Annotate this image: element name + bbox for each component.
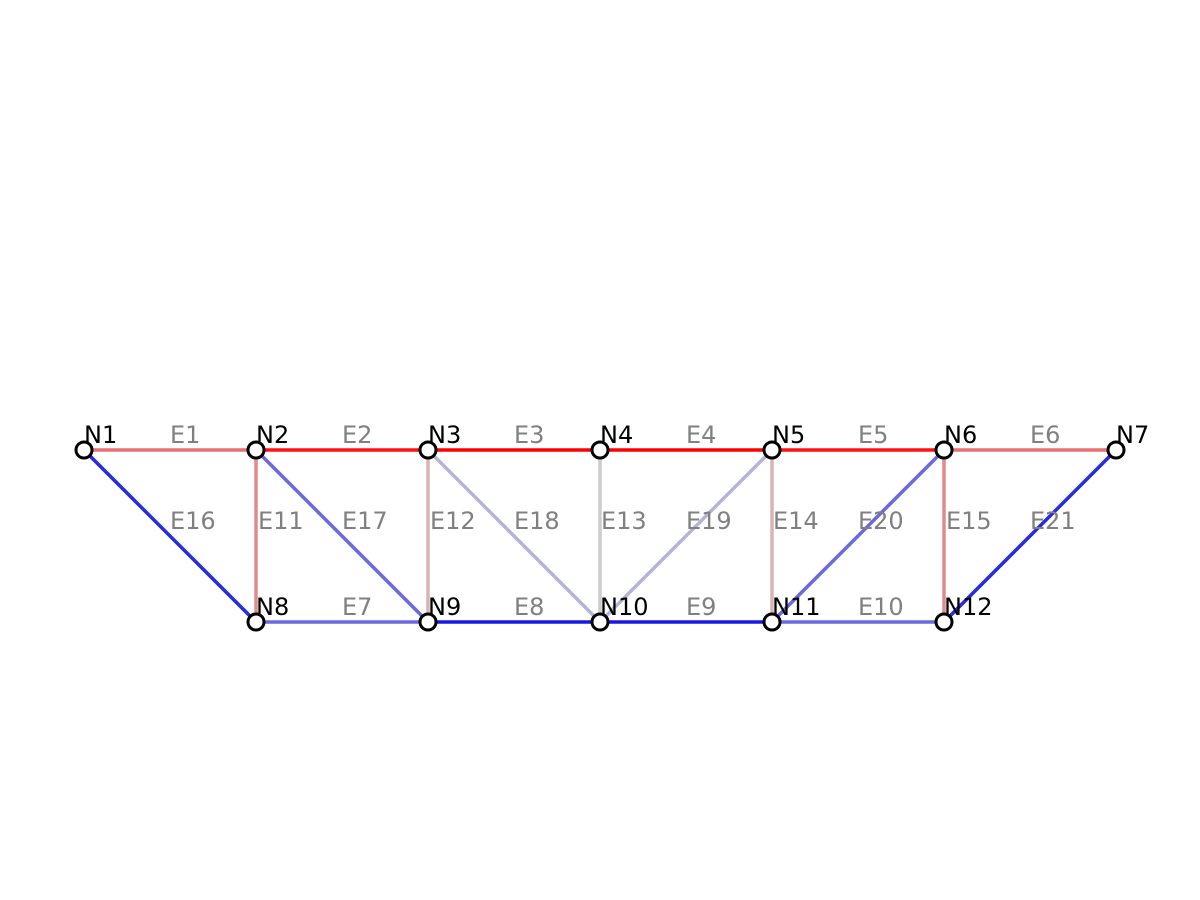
member-e18 — [426, 448, 602, 624]
node-n9 — [418, 612, 438, 632]
node-n6 — [934, 440, 954, 460]
node-n3 — [418, 440, 438, 460]
node-label-n2: N2 — [256, 421, 289, 449]
truss-nodes — [74, 440, 1126, 632]
node-label-n11: N11 — [772, 593, 821, 621]
element-label-e3: E3 — [514, 421, 544, 449]
node-n11 — [762, 612, 782, 632]
node-n4 — [590, 440, 610, 460]
element-label-e9: E9 — [686, 593, 716, 621]
element-label-e5: E5 — [858, 421, 888, 449]
element-label-e19: E19 — [686, 507, 732, 535]
node-label-n10: N10 — [600, 593, 649, 621]
element-label-e8: E8 — [514, 593, 544, 621]
element-label-e15: E15 — [946, 507, 992, 535]
node-label-n7: N7 — [1116, 421, 1149, 449]
node-n12 — [934, 612, 954, 632]
element-label-e14: E14 — [773, 507, 819, 535]
element-label-e7: E7 — [342, 593, 372, 621]
node-n2 — [246, 440, 266, 460]
node-n10 — [590, 612, 610, 632]
node-n7 — [1106, 440, 1126, 460]
member-e20 — [770, 448, 946, 624]
node-n8 — [246, 612, 266, 632]
member-e19 — [598, 448, 774, 624]
element-label-e12: E12 — [430, 507, 476, 535]
element-label-e1: E1 — [170, 421, 200, 449]
element-label-e21: E21 — [1030, 507, 1076, 535]
member-e21 — [942, 448, 1118, 624]
member-e16 — [82, 448, 258, 624]
truss-members — [82, 448, 1118, 624]
element-label-e6: E6 — [1030, 421, 1060, 449]
element-label-e20: E20 — [858, 507, 904, 535]
element-label-e10: E10 — [858, 593, 904, 621]
element-label-e13: E13 — [601, 507, 647, 535]
element-label-e18: E18 — [514, 507, 560, 535]
element-label-e2: E2 — [342, 421, 372, 449]
element-label-e16: E16 — [170, 507, 216, 535]
node-label-n12: N12 — [944, 593, 993, 621]
node-label-n6: N6 — [944, 421, 977, 449]
node-n5 — [762, 440, 782, 460]
node-label-n8: N8 — [256, 593, 289, 621]
node-label-n4: N4 — [600, 421, 633, 449]
node-label-n5: N5 — [772, 421, 805, 449]
element-label-e4: E4 — [686, 421, 716, 449]
node-label-n1: N1 — [84, 421, 117, 449]
member-e17 — [254, 448, 430, 624]
node-label-n9: N9 — [428, 593, 461, 621]
node-n1 — [74, 440, 94, 460]
node-label-n3: N3 — [428, 421, 461, 449]
element-label-e11: E11 — [258, 507, 304, 535]
element-label-e17: E17 — [342, 507, 388, 535]
